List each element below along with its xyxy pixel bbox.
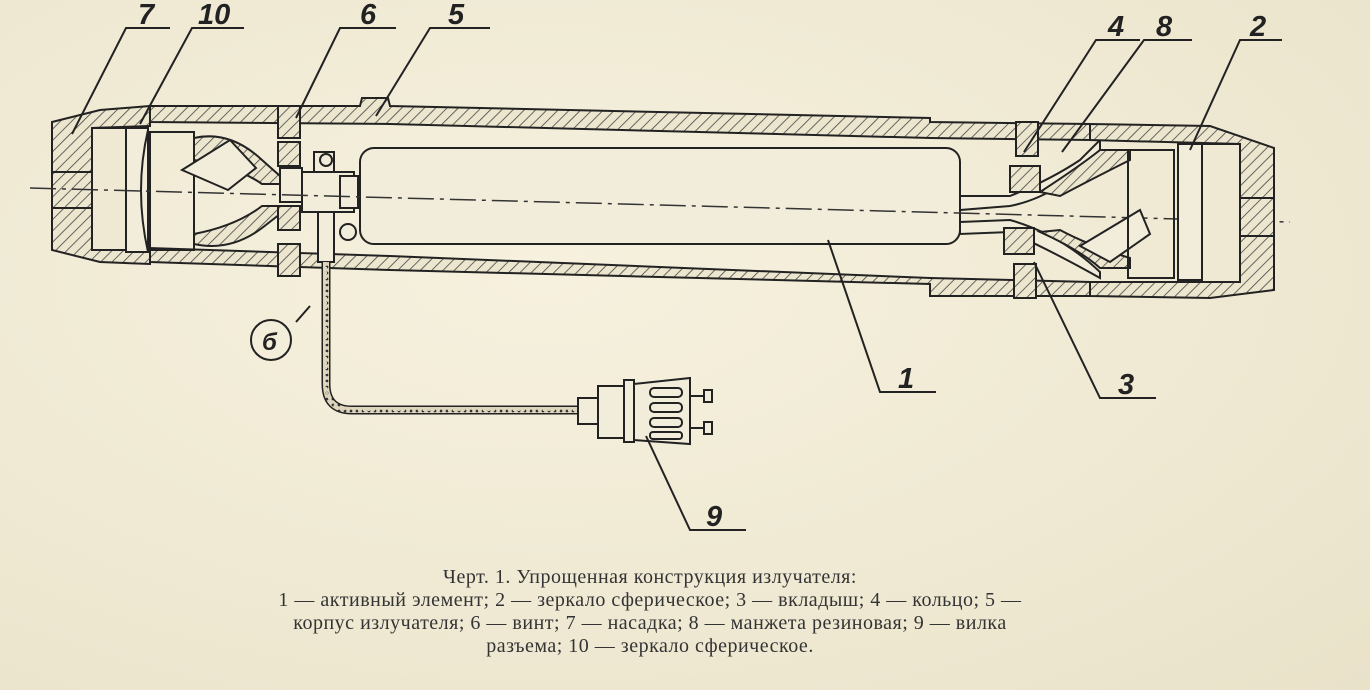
connector-plug xyxy=(577,376,713,446)
right-mirror xyxy=(1127,143,1203,281)
caption-line-3: разъема; 10 — зеркало сферическое. xyxy=(486,635,814,657)
left-mirror xyxy=(125,127,195,253)
label-9: 9 xyxy=(706,501,722,533)
leader-lines xyxy=(71,27,1282,531)
left-nozzle xyxy=(51,104,151,266)
right-ring-and-insert xyxy=(1003,121,1041,299)
left-cuff xyxy=(179,135,281,247)
optical-axis-line xyxy=(29,187,1291,223)
label-8: 8 xyxy=(1156,11,1173,43)
label-3: 3 xyxy=(1118,369,1134,401)
left-electrode-assembly xyxy=(301,151,359,263)
label-b: б xyxy=(262,329,278,356)
label-5: 5 xyxy=(448,0,465,31)
emitter-cross-section-drawing: 7 10 6 5 4 8 2 1 3 9 б xyxy=(29,0,1291,533)
label-10: 10 xyxy=(198,0,230,31)
active-element xyxy=(359,147,961,245)
right-nozzle xyxy=(1089,122,1275,300)
caption-line-1: 1 — активный элемент; 2 — зеркало сферич… xyxy=(278,589,1022,611)
caption-line-2: корпус излучателя; 6 — винт; 7 — насадка… xyxy=(293,612,1007,634)
caption-title: Черт. 1. Упрощенная конструкция излучате… xyxy=(443,566,857,588)
marker-circle xyxy=(250,319,292,361)
label-4: 4 xyxy=(1107,11,1124,43)
figure-caption: Черт. 1. Упрощенная конструкция излучате… xyxy=(150,566,1150,658)
right-cuff xyxy=(1036,149,1152,269)
right-rod-neck xyxy=(959,137,1101,280)
label-1: 1 xyxy=(898,363,914,395)
label-7: 7 xyxy=(138,0,156,31)
left-screws xyxy=(277,105,303,277)
label-6: 6 xyxy=(360,0,377,31)
cable xyxy=(321,262,598,415)
label-2: 2 xyxy=(1249,11,1266,43)
